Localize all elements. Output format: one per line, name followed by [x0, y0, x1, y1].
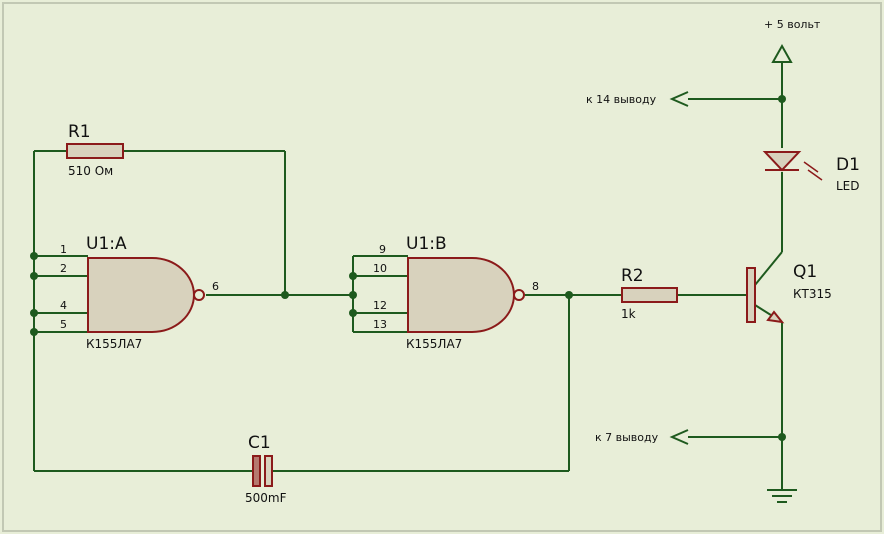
r1-body [66, 143, 124, 159]
gate-b-pin-10: 10 [373, 262, 387, 275]
gate-b-pin-9: 9 [379, 243, 386, 256]
gate-a-pin-1: 1 [60, 243, 67, 256]
d1-value: LED [836, 179, 860, 193]
pin7-terminal: к 7 выводу [595, 429, 689, 445]
resistor-r2: R2 1k [621, 266, 678, 321]
r2-body [621, 287, 678, 303]
pin14-label: к 14 выводу [586, 93, 657, 106]
pin14-arrow [669, 91, 689, 107]
q1-value: КТ315 [793, 287, 832, 301]
d1-light-ray-1 [803, 161, 819, 173]
gate-a-pin-5: 5 [60, 318, 67, 331]
gate-b-pin-8: 8 [532, 280, 539, 293]
led-d1: D1 LED [762, 151, 860, 193]
gate-b-pin-12: 12 [373, 299, 387, 312]
c1-plate-left [252, 455, 261, 487]
gate-a-pin-4: 4 [60, 299, 67, 312]
vcc-terminal: + 5 вольт [764, 18, 821, 63]
gate-a-ref: U1:A [86, 234, 127, 254]
q1-base-bar [746, 267, 756, 323]
junctions [30, 95, 786, 441]
gate-a-bubble [193, 289, 205, 301]
transistor-q1: Q1 КТ315 [746, 262, 832, 324]
gate-a-pin-6: 6 [212, 280, 219, 293]
nand-gate-u1a: U1:A К155ЛА7 1 2 4 5 6 [60, 234, 219, 351]
gate-b-part: К155ЛА7 [406, 337, 462, 351]
c1-plate-right [264, 455, 273, 487]
resistor-r1: R1 510 Ом [66, 122, 124, 178]
pin7-arrow [669, 429, 689, 445]
gate-a-pin-2: 2 [60, 262, 67, 275]
pin7-label: к 7 выводу [595, 431, 659, 444]
c1-value: 500mF [245, 491, 287, 505]
d1-ref: D1 [836, 155, 860, 175]
q1-ref: Q1 [793, 262, 817, 282]
gate-b-body [407, 257, 515, 333]
q1-emitter-arrow [766, 310, 785, 324]
gate-a-body [87, 257, 195, 333]
r2-value: 1k [621, 307, 636, 321]
gate-b-ref: U1:B [406, 234, 447, 254]
gate-b-bubble [513, 289, 525, 301]
c1-ref: C1 [248, 433, 271, 453]
r1-value: 510 Ом [68, 164, 113, 178]
r1-ref: R1 [68, 122, 91, 142]
r2-ref: R2 [621, 266, 644, 286]
pin14-terminal: к 14 выводу [586, 91, 689, 107]
nand-gate-u1b: U1:B К155ЛА7 9 10 12 13 8 [373, 234, 539, 351]
d1-triangle [762, 151, 802, 172]
capacitor-c1: C1 500mF [245, 433, 287, 505]
ground-symbol [767, 489, 797, 503]
d1-light-ray-2 [807, 169, 823, 181]
gate-b-pin-13: 13 [373, 318, 387, 331]
vcc-arrow [771, 43, 793, 63]
gate-a-part: К155ЛА7 [86, 337, 142, 351]
vcc-label: + 5 вольт [764, 18, 821, 31]
